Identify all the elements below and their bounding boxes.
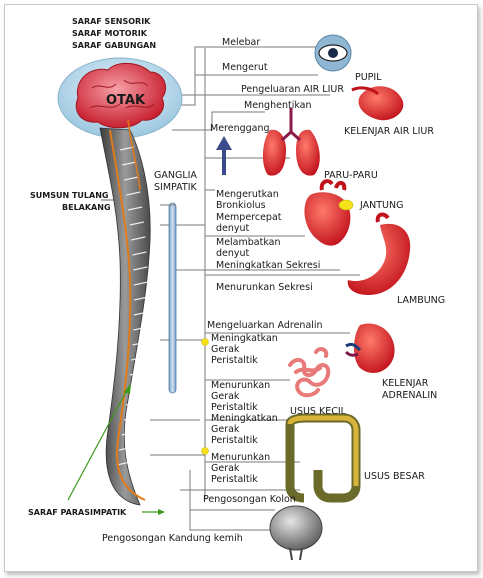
- vertebra-tick: [133, 311, 149, 316]
- effect-melebar: Melebar: [222, 37, 260, 48]
- organ-label-stomach: LAMBUNG: [397, 295, 445, 306]
- header-line-1: SARAF SENSORIK: [72, 17, 151, 26]
- header-line-3: SARAF GABUNGAN: [72, 41, 156, 50]
- vertebra-tick: [121, 431, 136, 436]
- bladder: [269, 505, 323, 561]
- ganglia-label-line-2: SIMPATIK: [154, 182, 198, 193]
- vertebra-tick: [129, 371, 145, 376]
- stomach: [347, 212, 411, 295]
- vertebra-tick: [126, 401, 141, 406]
- effect-mengerut: Mengerut: [222, 62, 268, 73]
- vertebra-tick: [123, 416, 139, 421]
- effect-pengosongan-kandung-kemih: Pengosongan Kandung kemih: [102, 533, 243, 544]
- effect-menurunkan-gerak-1-line-3: Peristaltik: [211, 402, 258, 413]
- effect-meningkatkan-gerak-2-line-2: Gerak: [211, 424, 240, 435]
- vertebra-tick: [116, 461, 131, 466]
- vertebra-tick: [119, 146, 135, 151]
- spinal-cord: [99, 119, 151, 506]
- organ-label-salivary: KELENJAR AIR LIUR: [344, 126, 434, 137]
- effect-mempercepat-line-1: Mempercepat: [216, 212, 282, 223]
- vertebra-tick: [133, 296, 149, 301]
- vertebra-tick: [128, 386, 143, 391]
- eye-icon: [314, 34, 352, 72]
- large-intestine: [285, 413, 361, 503]
- vertebra-tick: [133, 281, 148, 286]
- effect-melambatkan-line-1: Melambatkan: [216, 237, 281, 248]
- spine-label-line-2: BELAKANG: [62, 203, 111, 212]
- vertebra-tick: [128, 206, 143, 211]
- parasympathetic-label: SARAF PARASIMPATIK: [28, 508, 127, 517]
- effect-pengosongan-kolon: Pengosongan Kolon: [203, 494, 296, 505]
- vertebra-tick: [132, 341, 147, 346]
- dilation-arrow-icon: [216, 136, 232, 175]
- effect-menghentikan: Menghentikan: [244, 100, 312, 111]
- effect-mengeluarkan-adrenalin: Mengeluarkan Adrenalin: [207, 320, 323, 331]
- brain-label: OTAK: [106, 93, 146, 108]
- effect-meningkatkan-sekresi: Meningkatkan Sekresi: [216, 260, 320, 271]
- heart: [304, 179, 354, 246]
- spine-label-line-1: SUMSUN TULANG: [30, 191, 108, 200]
- organ-label-adrenal-2: ADRENALIN: [382, 390, 437, 401]
- effect-menurunkan-gerak-2-line-3: Peristaltik: [211, 474, 258, 485]
- effect-mengerutkan-line-1: Mengerutkan: [216, 189, 279, 200]
- small-intestine: [288, 347, 331, 398]
- organ-label-large-intestine: USUS BESAR: [364, 471, 425, 482]
- effect-meningkatkan-gerak-1-line-2: Gerak: [211, 344, 240, 355]
- effect-pengeluaran-air-liur: Pengeluaran AIR LIUR: [241, 84, 344, 95]
- effect-menurunkan-gerak-2-line-1: Menurunkan: [211, 452, 270, 463]
- effect-menurunkan-gerak-1-line-2: Gerak: [211, 391, 240, 402]
- lungs: [262, 108, 320, 176]
- vertebra-tick: [119, 446, 134, 451]
- effect-melambatkan-line-2: denyut: [216, 248, 250, 259]
- effect-menurunkan-sekresi: Menurunkan Sekresi: [216, 282, 313, 293]
- vertebra-tick: [133, 266, 148, 271]
- organ-label-adrenal-1: KELENJAR: [382, 378, 429, 389]
- vertebra-tick: [126, 191, 141, 196]
- brain: OTAK: [57, 57, 183, 139]
- organ-label-heart: JANTUNG: [359, 200, 403, 211]
- organ-label-small-intestine: USUS KECIL: [290, 406, 347, 417]
- vertebra-tick: [131, 236, 146, 241]
- sympathetic-ganglia: [160, 202, 177, 394]
- effect-menurunkan-gerak-2-line-2: Gerak: [211, 463, 240, 474]
- header-line-2: SARAF MOTORIK: [72, 29, 148, 38]
- organ-label-lungs: PARU-PARU: [324, 170, 378, 181]
- effect-menurunkan-gerak-1-line-1: Menurunkan: [211, 380, 270, 391]
- vertebra-tick: [133, 326, 148, 331]
- effect-meningkatkan-gerak-1-line-1: Meningkatkan: [211, 333, 278, 344]
- effect-mengerutkan-line-2: Bronkiolus: [216, 200, 266, 211]
- adrenal-gland: [344, 323, 395, 373]
- vertebra-tick: [122, 161, 137, 166]
- effect-meningkatkan-gerak-2-line-3: Peristaltik: [211, 435, 258, 446]
- ganglia-label-line-1: GANGLIA: [154, 170, 197, 181]
- junction-dots: [201, 338, 209, 455]
- vertebra-tick: [124, 176, 139, 181]
- connector-lines: [150, 46, 360, 531]
- salivary-gland: [351, 86, 404, 121]
- effect-mempercepat-line-2: denyut: [216, 223, 250, 234]
- vertebra-tick: [129, 221, 144, 226]
- effect-meningkatkan-gerak-2-line-1: Meningkatkan: [211, 413, 278, 424]
- vertebra-tick: [131, 356, 146, 361]
- vertebra-tick: [132, 251, 147, 256]
- parasympathetic-arrow-icon: [67, 383, 165, 515]
- organ-label-pupil: PUPIL: [355, 72, 382, 83]
- effect-meningkatkan-gerak-1-line-3: Peristaltik: [211, 355, 258, 366]
- effect-merenggang: Merenggang: [210, 123, 270, 134]
